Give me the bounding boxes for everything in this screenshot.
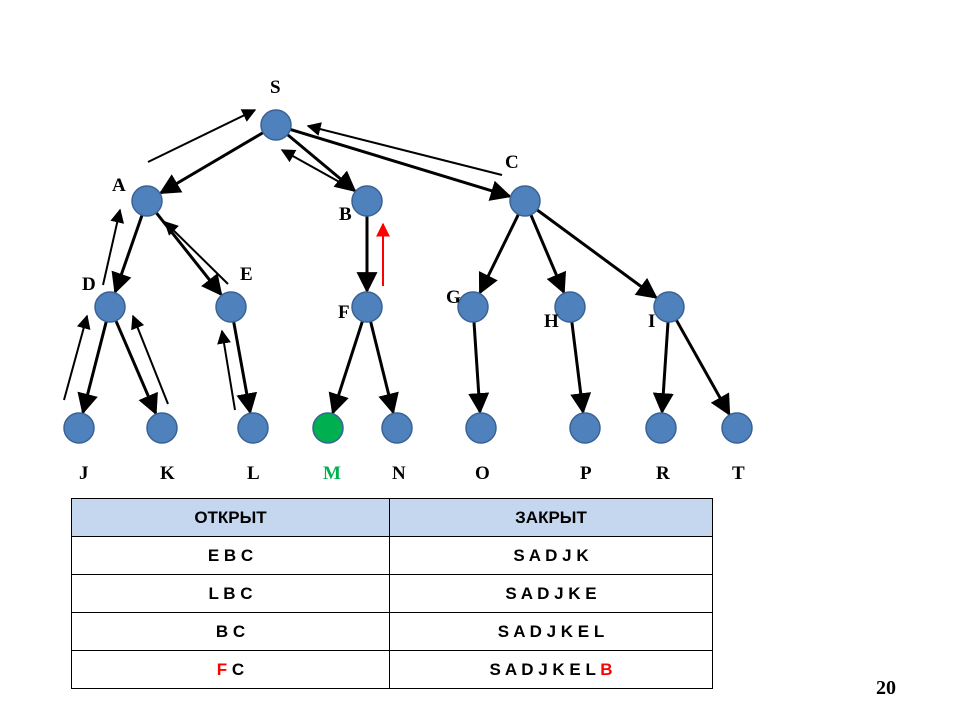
node-label-P: P [580, 463, 592, 484]
node-C [509, 185, 541, 217]
edge-E-L [232, 321, 258, 415]
edge-I-R [652, 321, 674, 415]
node-I [653, 291, 685, 323]
node-O [465, 412, 497, 444]
node-D [94, 291, 126, 323]
node-label-K: K [160, 463, 175, 484]
node-S [260, 109, 292, 141]
table-row: B C S A D J K E L [71, 612, 713, 651]
closed-rest: S A D J K E L [489, 659, 601, 679]
edge-S-A [158, 131, 264, 195]
table-row: F C S A D J K E L B [71, 650, 713, 689]
page-number: 20 [876, 677, 896, 699]
node-label-F: F [338, 302, 350, 323]
cell-closed: S A D J K E [389, 574, 713, 613]
node-G [457, 291, 489, 323]
node-label-E: E [240, 264, 253, 285]
edge-I-T [675, 319, 731, 416]
cell-closed: S A D J K E L [389, 612, 713, 651]
closed-highlight: B [600, 659, 613, 679]
node-label-B: B [339, 204, 352, 225]
table-row: L B C S A D J K E [71, 574, 713, 613]
node-T [721, 412, 753, 444]
node-E [215, 291, 247, 323]
search-tree-diagram: S A B C D E F G H I J K L M N O P R T [63, 77, 753, 484]
edge-A-D [111, 214, 144, 294]
node-label-A: A [112, 175, 126, 196]
node-label-J: J [79, 463, 89, 484]
trace-arrow [131, 314, 169, 405]
edge-C-I [536, 208, 658, 299]
cell-closed: S A D J K E L B [389, 650, 713, 689]
node-label-D: D [82, 274, 96, 295]
cell-open: L B C [71, 574, 390, 613]
traversal-arrows [63, 109, 503, 411]
cell-open: E B C [71, 536, 390, 575]
node-label-H: H [544, 311, 559, 332]
table-header-row: ОТКРЫТ ЗАКРЫТ [71, 498, 713, 537]
trace-arrow [147, 109, 257, 163]
open-highlight: F [216, 659, 228, 679]
edge-A-E [155, 211, 223, 297]
node-label-S: S [270, 77, 281, 98]
header-open: ОТКРЫТ [71, 498, 390, 537]
edge-C-G [478, 213, 520, 295]
node-label-O: O [475, 463, 490, 484]
edge-F-N [369, 321, 399, 415]
node-M [312, 412, 344, 444]
node-label-T: T [732, 463, 745, 484]
node-P [569, 412, 601, 444]
node-B [351, 185, 383, 217]
trace-arrow [63, 314, 91, 401]
edge-S-C [289, 127, 512, 201]
edge-D-J [77, 321, 108, 415]
open-closed-table: ОТКРЫТ ЗАКРЫТ E B C S A D J K L B C S A … [71, 498, 713, 689]
table-row: E B C S A D J K [71, 536, 713, 575]
node-N [381, 412, 413, 444]
trace-arrow [102, 208, 125, 286]
trace-arrow [164, 221, 229, 285]
edge-H-P [570, 321, 592, 415]
node-L [237, 412, 269, 444]
edge-D-K [114, 320, 158, 416]
node-J [63, 412, 95, 444]
cell-open: B C [71, 612, 390, 651]
header-closed: ЗАКРЫТ [389, 498, 713, 537]
cell-open: F C [71, 650, 390, 689]
node-F [351, 291, 383, 323]
trace-arrow [306, 122, 503, 176]
open-rest: C [227, 659, 245, 679]
node-label-L: L [247, 463, 260, 484]
node-A [131, 185, 163, 217]
trace-arrow [217, 329, 236, 411]
edge-G-O [468, 321, 490, 415]
node-R [645, 412, 677, 444]
edge-C-H [529, 214, 567, 295]
edge-F-M [328, 320, 364, 415]
node-K [146, 412, 178, 444]
node-label-R: R [656, 463, 670, 484]
node-label-G: G [446, 287, 461, 308]
node-label-I: I [648, 311, 655, 332]
node-label-N: N [392, 463, 406, 484]
node-label-M: M [323, 463, 341, 484]
edge-S-B [286, 133, 357, 193]
node-label-C: C [505, 152, 519, 173]
cell-closed: S A D J K [389, 536, 713, 575]
trace-arrow [280, 149, 344, 185]
node-H [554, 291, 586, 323]
